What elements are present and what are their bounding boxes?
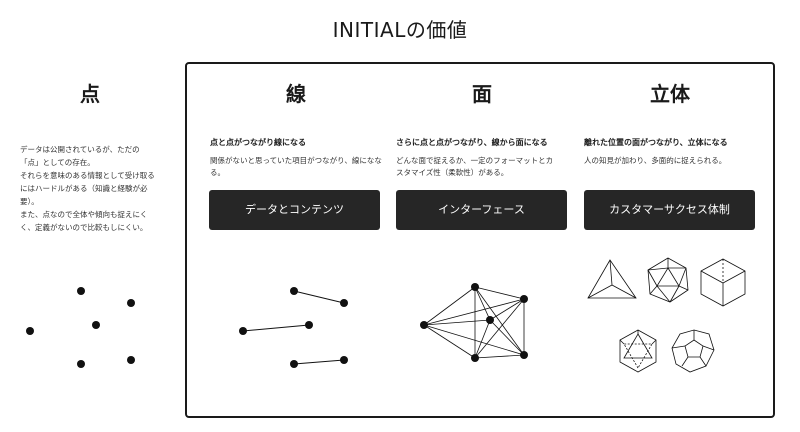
line-dot <box>290 287 298 295</box>
octahedron-icon <box>619 329 657 373</box>
line-dot <box>305 321 313 329</box>
column-point: 点 データは公開されているが、ただの 「点」としての存在。 それらを意味のある情… <box>20 78 170 234</box>
column-surface: 面 さらに点と点がつながり、線から面になる どんな面で捉えるか、一定のフォーマッ… <box>396 78 568 179</box>
lines-figure <box>239 287 348 368</box>
polyhedra-figure <box>587 257 746 373</box>
column-solid: 立体 離れた位置の面がつながり、立体になる 人の知見が加わり、多面的に捉えられる… <box>584 78 756 167</box>
point-dot <box>26 327 34 335</box>
column-lead-line: 点と点がつながり線になる <box>210 138 306 147</box>
customer-success-button[interactable]: カスタマーサクセス体制 <box>584 190 755 230</box>
column-line: 線 点と点がつながり線になる 関係がないと思っていた項目がつながり、線になな る… <box>210 78 382 179</box>
point-dot <box>127 299 135 307</box>
line-dot <box>340 299 348 307</box>
column-lead-surface: さらに点と点がつながり、線から面になる <box>396 138 548 147</box>
point-dot <box>92 321 100 329</box>
value-frame <box>185 62 775 418</box>
network-dot <box>420 321 428 329</box>
network-figure <box>420 283 528 362</box>
column-description-surface: どんな面で捉えるか、一定のフォーマットとカ スタマイズ性（柔軟性）がある。 <box>396 156 554 177</box>
icosahedron-icon <box>647 257 689 303</box>
page-title: INITIALの価値 <box>332 18 468 42</box>
line-dot <box>290 360 298 368</box>
cube-icon <box>700 258 746 307</box>
tetrahedron-icon <box>587 259 637 299</box>
point-dot <box>77 360 85 368</box>
network-dot <box>520 351 528 359</box>
network-dot <box>471 283 479 291</box>
interface-button[interactable]: インターフェース <box>396 190 567 230</box>
column-heading-line: 線 <box>286 82 306 106</box>
column-description-point: データは公開されているが、ただの 「点」としての存在。 それらを意味のある情報と… <box>20 145 155 232</box>
point-dot <box>127 356 135 364</box>
column-lead-solid: 離れた位置の面がつながり、立体になる <box>584 138 728 147</box>
line-dot <box>340 356 348 364</box>
line-dot <box>239 327 247 335</box>
column-description-solid: 人の知見が加わり、多面的に捉えられる。 <box>584 156 727 165</box>
data-content-button[interactable]: データとコンテンツ <box>209 190 380 230</box>
points-figure <box>26 287 135 368</box>
network-dot <box>471 354 479 362</box>
dodecahedron-icon <box>671 329 715 373</box>
column-heading-solid: 立体 <box>650 82 690 106</box>
network-dot <box>486 316 494 324</box>
network-dot <box>520 295 528 303</box>
column-heading-point: 点 <box>80 82 100 106</box>
column-description-line: 関係がないと思っていた項目がつながり、線になな る。 <box>210 156 382 177</box>
column-heading-surface: 面 <box>472 82 492 106</box>
point-dot <box>77 287 85 295</box>
